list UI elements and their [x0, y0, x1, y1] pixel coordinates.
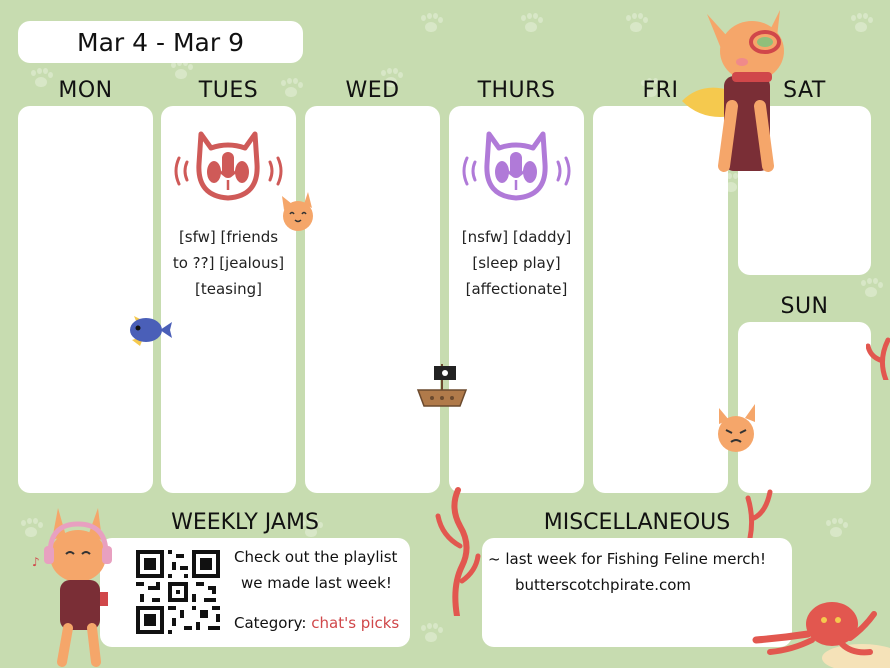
day-label-tues: TUES: [198, 78, 259, 103]
day-label-thurs: THURS: [477, 78, 556, 103]
day-card-mon: [18, 106, 153, 493]
paw-print-decoration: [420, 625, 442, 643]
jams-line-1: Check out the playlist: [234, 548, 398, 566]
fox-head-sticker: [278, 192, 318, 232]
headphone-fox-illustration: ♪: [28, 506, 116, 668]
jams-line-2: we made last week!: [241, 574, 392, 592]
day-label-mon: MON: [58, 78, 113, 103]
category-value-link[interactable]: chat's picks: [311, 614, 400, 632]
paw-print-decoration: [860, 280, 882, 298]
pirate-ship-sticker: [416, 360, 468, 410]
date-range-banner: Mar 4 - Mar 9: [18, 21, 303, 63]
day-label-sat: SAT: [783, 78, 826, 103]
coral-decoration: [866, 330, 890, 380]
grumpy-fox-head-sticker: [713, 402, 759, 454]
day-label-fri: FRI: [642, 78, 679, 103]
weekly-jams-title: WEEKLY JAMS: [171, 510, 319, 535]
thurs-line-1: [nsfw] [daddy]: [461, 228, 572, 246]
date-range-text: Mar 4 - Mar 9: [77, 27, 244, 57]
day-card-sun: [738, 322, 871, 493]
day-label-sun: SUN: [780, 294, 829, 319]
day-label-wed: WED: [345, 78, 400, 103]
day-card-fri: [593, 106, 728, 493]
tues-line-2: to ??] [jealous]: [172, 254, 285, 272]
tues-line-3: [teasing]: [194, 280, 263, 298]
day-card-wed: [305, 106, 440, 493]
tues-line-1: [sfw] [friends: [178, 228, 279, 246]
paw-print-decoration: [640, 80, 662, 98]
fish-sticker: [124, 310, 172, 350]
paw-print-decoration: [625, 15, 647, 33]
jams-category: Category: chat's picks: [234, 614, 399, 632]
category-label: Category:: [234, 614, 307, 632]
paw-print-decoration: [170, 62, 192, 80]
weekly-jams-box: Check out the playlist we made last week…: [100, 538, 410, 647]
paw-print-decoration: [850, 15, 872, 33]
coral-decoration: [740, 488, 780, 538]
podcast-cat-mic-icon: [169, 126, 288, 206]
miscellaneous-box: ~ last week for Fishing Feline merch! bu…: [482, 538, 792, 647]
octopus-illustration: [752, 588, 890, 668]
fox-character-illustration: [672, 6, 792, 176]
playlist-qr-code[interactable]: [136, 550, 220, 634]
day-card-tues: [sfw] [friends to ??] [jealous] [teasing…: [161, 106, 296, 493]
misc-line-1: ~ last week for Fishing Feline merch!: [488, 550, 767, 568]
paw-print-decoration: [520, 15, 542, 33]
day-card-thurs: [nsfw] [daddy] [sleep play] [affectionat…: [449, 106, 584, 493]
paw-print-decoration: [420, 15, 442, 33]
thurs-line-3: [affectionate]: [465, 280, 568, 298]
misc-website-link[interactable]: butterscotchpirate.com: [515, 576, 692, 594]
thurs-line-2: [sleep play]: [472, 254, 561, 272]
paw-print-decoration: [20, 520, 42, 538]
paw-print-decoration: [280, 80, 302, 98]
coral-decoration: [432, 486, 482, 616]
paw-print-decoration: [380, 70, 402, 88]
svg-text:♪: ♪: [32, 555, 40, 569]
miscellaneous-title: MISCELLANEOUS: [543, 510, 731, 535]
podcast-cat-mic-icon: [457, 126, 576, 206]
paw-print-decoration: [825, 520, 847, 538]
paw-print-decoration: [300, 520, 322, 538]
paw-print-decoration: [30, 70, 52, 88]
